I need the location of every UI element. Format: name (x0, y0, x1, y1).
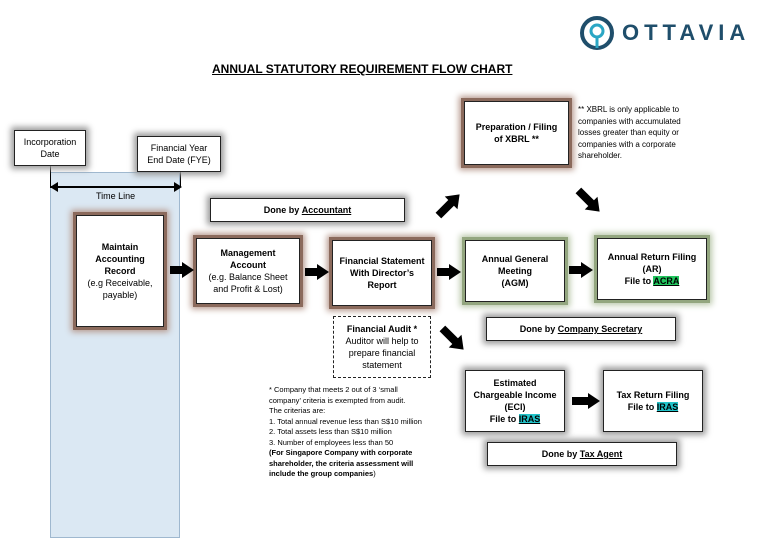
done-accountant-prefix: Done by (263, 204, 302, 215)
arrow-maintain-to-management (170, 262, 194, 278)
small-note-l9b: ) (373, 469, 376, 478)
small-note-l2: company’ criteria is exempted from audit… (269, 395, 406, 405)
tax-l1: Tax Return Filing (616, 389, 690, 400)
eci-box: Estimated Chargeable Income (ECI) File t… (465, 370, 565, 432)
eci-iras-badge: IRAS (518, 414, 541, 425)
xbrl-box: Preparation / Filing of XBRL ** (464, 101, 569, 165)
arrow-fs-to-agm (437, 264, 461, 280)
done-by-accountant: Done by Accountant (210, 198, 405, 222)
xbrl-note-l5: shareholder. (578, 151, 623, 161)
eci-l4: File to (489, 414, 519, 425)
agm-box: Annual General Meeting (AGM) (465, 240, 565, 302)
ar-l1: Annual Return Filing (607, 251, 697, 262)
eci-l2: Chargeable Income (473, 389, 557, 400)
small-note-l9: include the group companies (269, 469, 374, 478)
small-note-l6: 3. Number of employees less than 50 (269, 437, 394, 447)
arrow-eci-to-tax (572, 393, 600, 409)
logo-icon (580, 16, 614, 50)
logo-text: OTTAVIA (622, 20, 751, 45)
logo: OTTAVIA (578, 14, 758, 52)
xbrl-note-l4: companies with a corporate (578, 139, 676, 149)
xbrl-note-l1: ** XBRL is only applicable to (578, 105, 680, 114)
management-l1: Management (220, 247, 276, 258)
arrow-fs-to-xbrl (435, 194, 460, 219)
xbrl-note: ** XBRL is only applicable to companies … (578, 104, 681, 162)
agm-l2: Meeting (497, 265, 532, 276)
audit-l3: prepare financial (348, 348, 416, 358)
maintain-l1: Maintain (101, 241, 139, 252)
fs-l3: Report (367, 280, 397, 291)
page-title: ANNUAL STATUTORY REQUIREMENT FLOW CHART (212, 62, 513, 76)
fs-l2: With Director’s (350, 267, 414, 278)
done-secretary-prefix: Done by (519, 323, 558, 334)
maintain-l5: payable) (102, 290, 138, 301)
tax-iras-badge: IRAS (656, 402, 679, 412)
fye-line1: Financial Year (150, 142, 208, 153)
fye-line (180, 172, 181, 187)
done-tax-prefix: Done by (541, 448, 580, 459)
timeline-arrow (50, 182, 182, 192)
done-secretary-link: Company Secretary (557, 323, 643, 334)
management-account-box: Management Account (e.g. Balance Sheet a… (196, 238, 300, 304)
ar-l2: (AR) (642, 263, 662, 274)
incorporation-line1: Incorporation (23, 136, 77, 147)
financial-statement-box: Financial Statement With Director’s Repo… (332, 240, 432, 306)
small-note-l5: 2. Total assets less than S$10 million (269, 427, 392, 436)
maintain-l4: (e.g Receivable, (87, 278, 153, 289)
financial-audit-box: Financial Audit * Auditor will help to p… (333, 316, 431, 378)
timeline-label: Time Line (96, 191, 136, 201)
acra-badge: ACRA (653, 276, 680, 287)
agm-l3: (AGM) (501, 278, 529, 289)
eci-l1: Estimated (493, 377, 537, 388)
arrow-xbrl-to-ar (575, 187, 600, 212)
management-l2: Account (230, 259, 266, 270)
done-tax-link: Tax Agent (579, 448, 623, 459)
management-l4: and Profit & Lost) (213, 284, 283, 295)
audit-l2: Auditor will help to (345, 335, 419, 346)
annual-return-box: Annual Return Filing (AR) File to ACRA (597, 238, 707, 300)
fs-l1: Financial Statement (339, 255, 425, 266)
eci-l3: (ECI) (504, 402, 526, 412)
small-note-l7: (For Singapore Company with corporate (269, 448, 413, 457)
tax-l2: File to (627, 402, 657, 412)
small-note-l8: shareholder, the criteria assessment wil… (269, 458, 414, 468)
fye-line2: End Date (FYE) (147, 155, 211, 165)
audit-l1: Financial Audit * (346, 323, 418, 334)
fye-box: Financial Year End Date (FYE) (137, 136, 221, 172)
done-by-secretary: Done by Company Secretary (486, 317, 676, 341)
done-accountant-link: Accountant (301, 204, 352, 215)
done-by-tax-agent: Done by Tax Agent (487, 442, 677, 466)
small-note-l3: The criterias are: (269, 406, 326, 415)
incorporation-date-box: Incorporation Date (14, 130, 86, 166)
maintain-l2: Accounting (95, 253, 145, 264)
small-company-note: * Company that meets 2 out of 3 ‘small c… (269, 385, 469, 480)
xbrl-l2: of XBRL ** (494, 134, 539, 144)
xbrl-l1: Preparation / Filing (475, 121, 558, 132)
maintain-l3: Record (104, 265, 136, 276)
management-l3: (e.g. Balance Sheet (208, 272, 288, 282)
xbrl-note-l2: companies with accumulated (578, 116, 681, 126)
arrow-fs-to-eci (439, 325, 464, 350)
incorporation-line2: Date (40, 149, 60, 159)
audit-l4: statement (362, 360, 402, 371)
agm-l1: Annual General (481, 253, 549, 264)
small-note-l4: 1. Total annual revenue less than S$10 m… (269, 416, 422, 426)
arrow-agm-to-ar (569, 262, 593, 278)
maintain-accounting-box: Maintain Accounting Record (e.g Receivab… (76, 215, 164, 327)
xbrl-note-l3: losses greater than equity or (578, 128, 679, 138)
arrow-management-to-fs (305, 264, 329, 280)
incorporation-line (50, 165, 51, 187)
ar-l3: File to (624, 276, 654, 287)
small-note-l1: * Company that meets 2 out of 3 ‘small (269, 385, 398, 394)
tax-return-box: Tax Return Filing File to IRAS (603, 370, 703, 432)
